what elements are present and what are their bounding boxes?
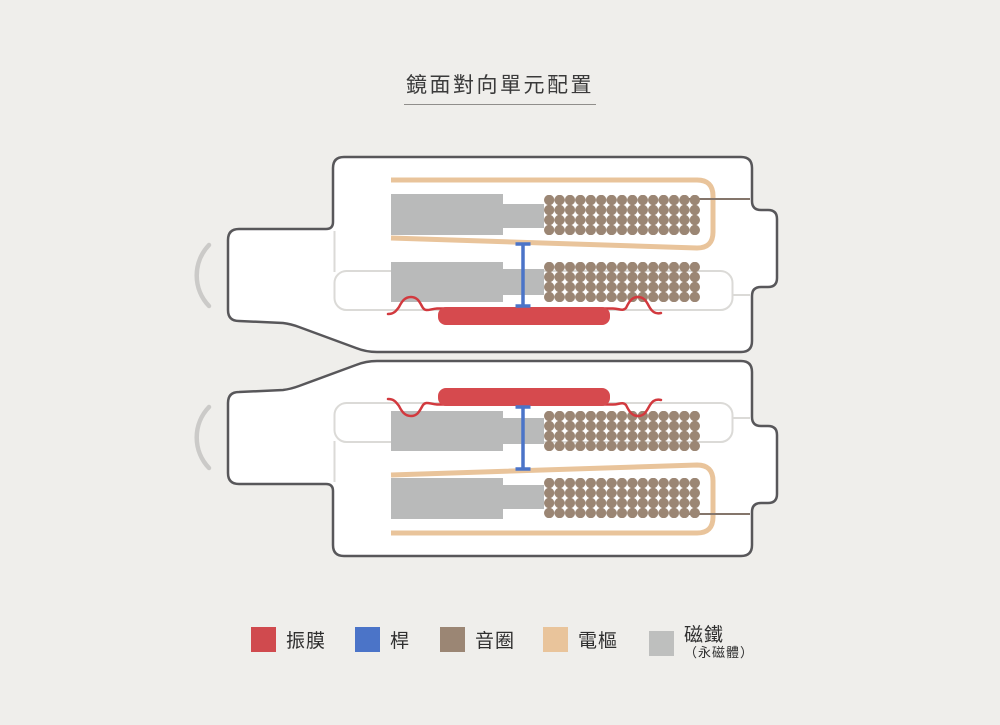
- legend-item-magnet: 磁鐵 （永磁體）: [649, 626, 754, 661]
- legend-label-armature: 電樞: [578, 631, 619, 652]
- magnet-swatch-icon: [649, 631, 674, 656]
- legend-label-rod: 桿: [390, 631, 411, 652]
- legend-label-magnet-main: 磁鐵: [684, 625, 725, 646]
- rod-swatch-icon: [355, 627, 380, 652]
- legend-label-magnet: 磁鐵 （永磁體）: [684, 626, 754, 661]
- legend-label-magnet-sub: （永磁體）: [684, 645, 755, 660]
- legend-item-voice-coil: 音圈: [440, 626, 515, 653]
- legend-item-diaphragm: 振膜: [251, 626, 326, 653]
- voice-coil-swatch-icon: [440, 627, 465, 652]
- diagram-title: 鏡面對向單元配置: [404, 69, 596, 105]
- legend-label-voice-coil: 音圈: [475, 631, 516, 652]
- diaphragm-swatch-icon: [251, 627, 276, 652]
- legend-label-diaphragm: 振膜: [286, 631, 327, 652]
- armature-swatch-icon: [543, 627, 568, 652]
- legend-item-armature: 電樞: [543, 626, 618, 653]
- legend-item-rod: 桿: [355, 626, 410, 653]
